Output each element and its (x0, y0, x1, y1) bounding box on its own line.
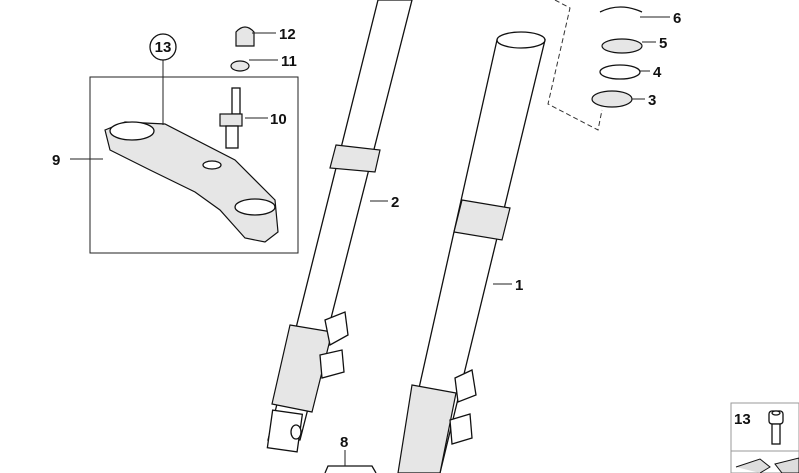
leader-lines (70, 16, 670, 466)
callout-11[interactable]: 11 (281, 53, 297, 70)
stem-bolt[interactable] (219, 87, 243, 149)
callout-2[interactable]: 2 (391, 194, 399, 211)
fork-leg-1[interactable] (397, 31, 546, 473)
callout-4[interactable]: 4 (653, 64, 662, 81)
callout-1[interactable]: 1 (515, 277, 523, 294)
callout-6[interactable]: 6 (673, 10, 681, 27)
part-8[interactable] (324, 465, 377, 473)
legend-shape-icon (735, 457, 799, 473)
screw-icon (768, 410, 784, 445)
fork-leg-2[interactable] (266, 0, 413, 453)
bearing-parts[interactable] (591, 6, 643, 108)
callout-13-circle (149, 33, 177, 61)
callout-3[interactable]: 3 (648, 92, 656, 109)
callout-9[interactable]: 9 (52, 152, 60, 169)
callout-8[interactable]: 8 (340, 434, 348, 451)
callout-10[interactable]: 10 (270, 111, 287, 128)
nut-11[interactable] (230, 60, 250, 72)
legend-part-number: 13 (734, 411, 751, 428)
dashed-guide (547, 0, 603, 131)
legend-box: 13 (730, 402, 799, 473)
callout-12[interactable]: 12 (279, 26, 296, 43)
cap-12[interactable] (235, 26, 255, 47)
upper-triple-clamp[interactable] (104, 121, 279, 243)
callout-5[interactable]: 5 (659, 35, 667, 52)
callout-13[interactable]: 13 (155, 39, 172, 56)
assembly-frame (89, 76, 299, 254)
